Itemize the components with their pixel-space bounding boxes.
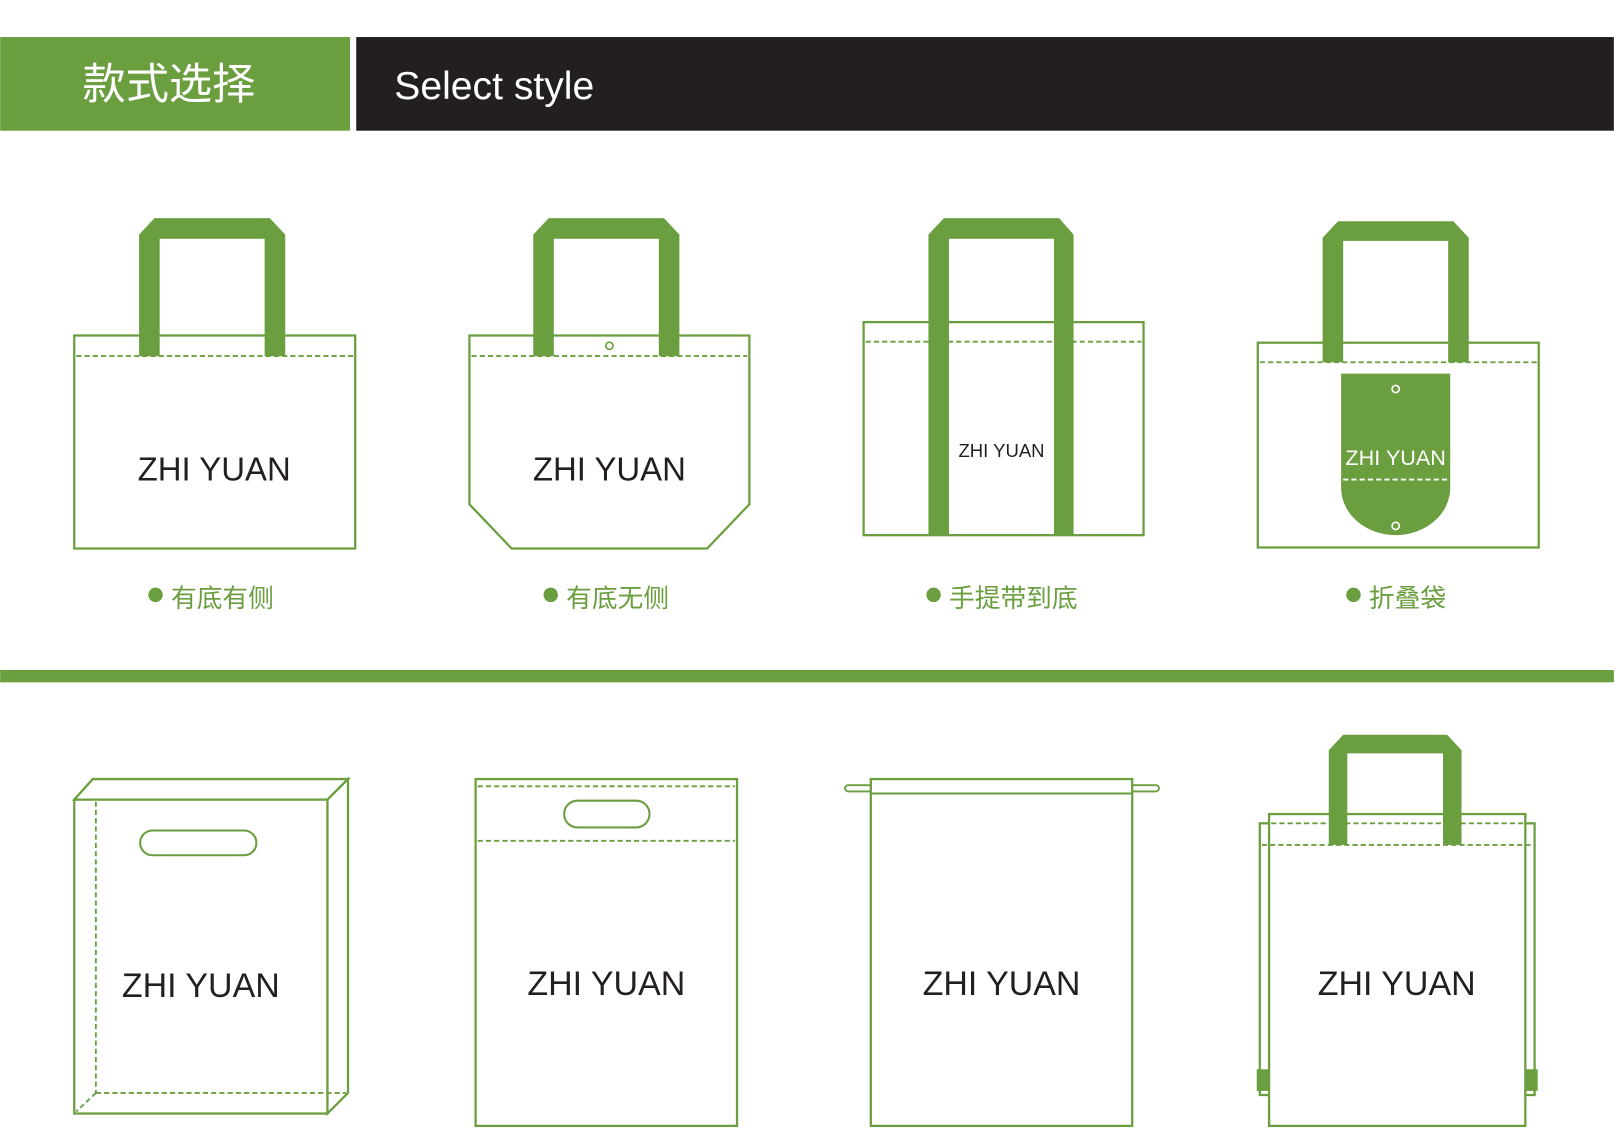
snap-button-icon — [604, 341, 614, 351]
die-cut-handle-icon — [563, 799, 651, 829]
handle-icon — [533, 218, 680, 357]
fold-pouch — [1341, 373, 1451, 536]
handle-icon — [1322, 221, 1469, 363]
style-option-1[interactable]: ZHI YUAN — [73, 218, 357, 550]
style-label-4[interactable]: 折叠袋 — [1346, 584, 1446, 614]
bag-brand-text: ZHI YUAN — [533, 451, 686, 488]
header-green-block — [0, 37, 351, 131]
bullet-icon — [543, 587, 558, 603]
style-label-1[interactable]: 有底有侧 — [148, 584, 274, 614]
style-option-2[interactable]: ZHI YUAN — [468, 218, 751, 550]
style-option-6[interactable]: ZHI YUAN — [474, 777, 739, 1128]
header-title-en: Select style — [394, 65, 594, 108]
bag-brand-text: ZHI YUAN — [138, 451, 291, 488]
header-banner: 款式选择 Select style — [0, 37, 1614, 131]
style-label-text: 有底无侧 — [566, 584, 669, 614]
style-label-text: 有底有侧 — [171, 584, 274, 614]
header-dark-block — [356, 37, 1614, 131]
bullet-icon — [926, 587, 941, 603]
style-option-3[interactable]: ZHI YUAN — [862, 218, 1145, 537]
section-divider — [0, 669, 1614, 683]
handle-icon — [928, 218, 1074, 536]
bag-brand-text: ZHI YUAN — [122, 967, 280, 1005]
handle-icon — [1328, 734, 1462, 845]
bag-brand-text: ZHI YUAN — [527, 965, 685, 1003]
die-cut-handle-icon — [139, 829, 258, 857]
header-title-cn: 款式选择 — [82, 60, 255, 110]
style-label-3[interactable]: 手提带到底 — [926, 584, 1078, 614]
bag-brand-text: ZHI YUAN — [923, 965, 1081, 1003]
style-label-2[interactable]: 有底无侧 — [543, 584, 670, 614]
snap-button-icon — [1391, 384, 1401, 394]
style-option-8[interactable]: ZHI YUAN — [1256, 734, 1538, 1128]
snap-button-icon — [1391, 521, 1401, 531]
bag-brand-text: ZHI YUAN — [1318, 965, 1476, 1003]
style-option-5[interactable]: ZHI YUAN — [71, 776, 351, 1117]
style-label-text: 折叠袋 — [1369, 584, 1446, 614]
style-label-text: 手提带到底 — [949, 584, 1078, 614]
bullet-icon — [148, 587, 163, 603]
bag-brand-text: ZHI YUAN — [1345, 445, 1445, 470]
style-option-7[interactable]: ZHI YUAN — [844, 777, 1160, 1128]
handle-icon — [139, 218, 286, 357]
bag-brand-text: ZHI YUAN — [958, 440, 1044, 461]
style-option-4[interactable]: ZHI YUAN — [1256, 221, 1540, 549]
bullet-icon — [1346, 587, 1361, 603]
